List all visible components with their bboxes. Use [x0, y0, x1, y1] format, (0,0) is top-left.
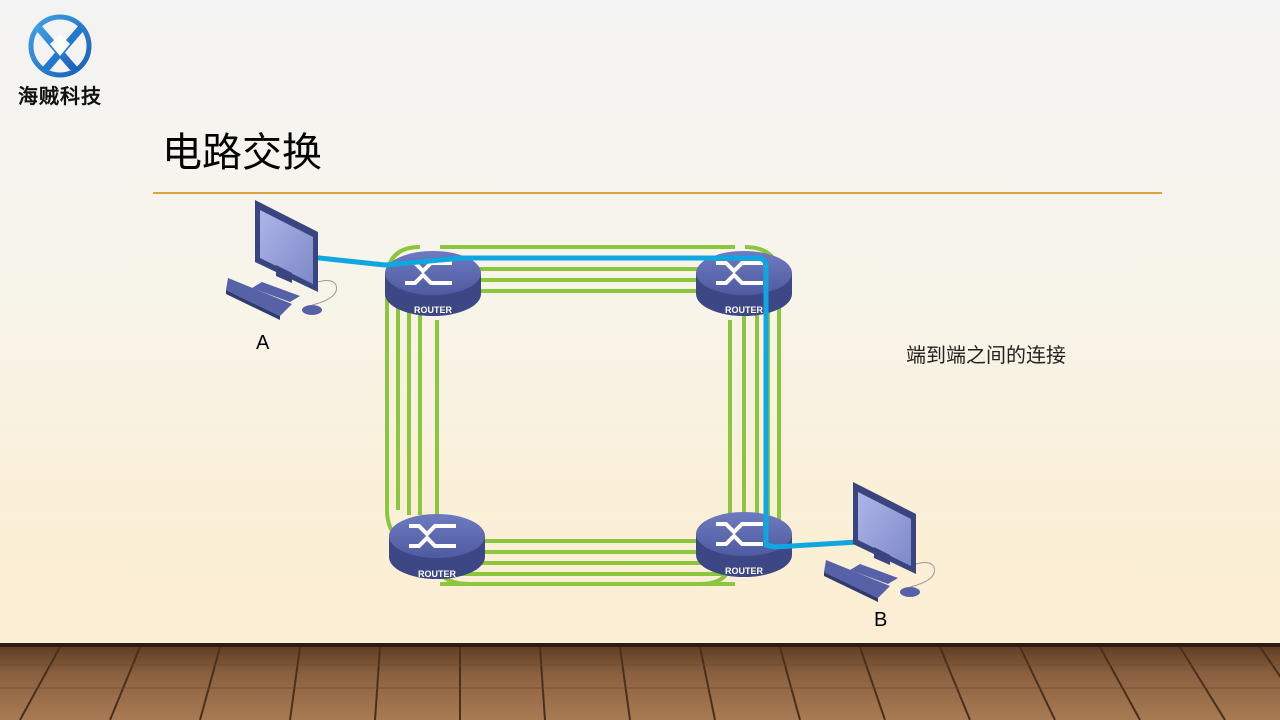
host-b-label: B: [874, 609, 888, 631]
router-label: ROUTER: [725, 305, 764, 315]
page-title: 电路交换: [162, 130, 322, 176]
router-top-right: ROUTER: [696, 251, 792, 316]
wood-floor: [0, 643, 1280, 720]
computer-a-icon: [226, 200, 337, 320]
router-label: ROUTER: [725, 566, 764, 576]
title-divider: [153, 192, 1162, 194]
router-bottom-left: ROUTER: [389, 514, 485, 579]
connection-note: 端到端之间的连接: [906, 343, 1066, 367]
host-a-label: A: [256, 332, 270, 354]
brand-name: 海贼科技: [18, 84, 102, 108]
computer-b-icon: [824, 482, 935, 602]
router-label: ROUTER: [418, 569, 457, 579]
router-label: ROUTER: [414, 305, 453, 315]
brand-logo: [28, 14, 92, 78]
end-to-end-path: [309, 254, 859, 550]
router-top-left: ROUTER: [385, 251, 481, 316]
